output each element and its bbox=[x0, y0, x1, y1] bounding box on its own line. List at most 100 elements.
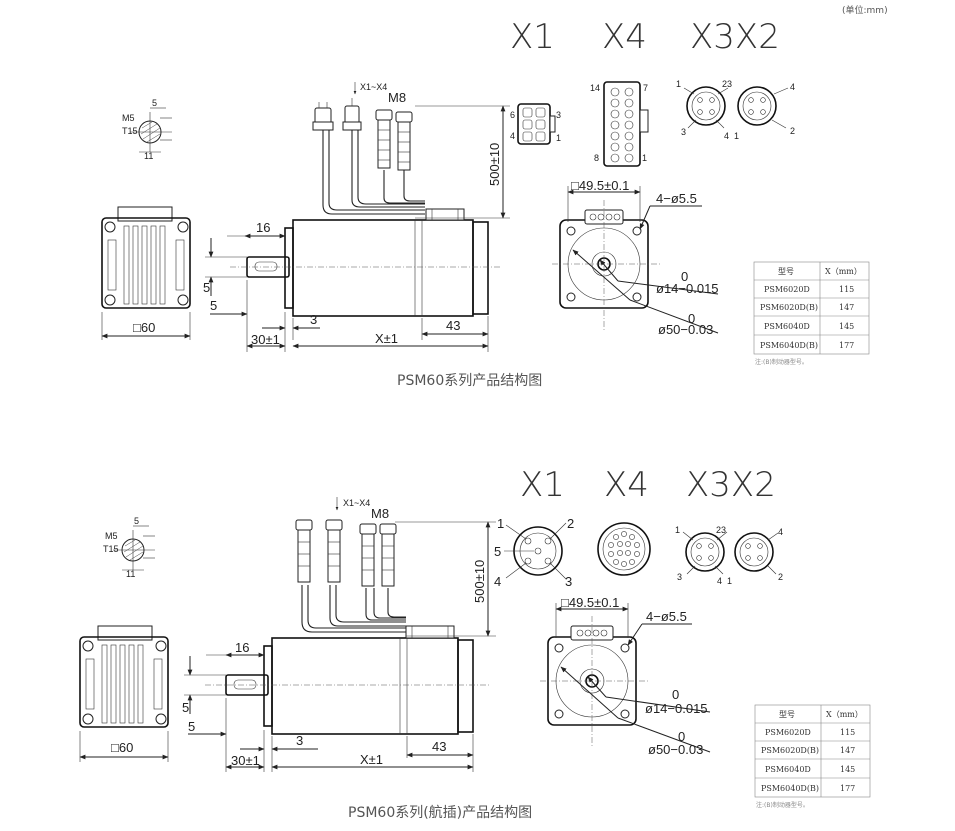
top-tol1-label: ø14−0.015 bbox=[656, 281, 719, 296]
bottom-body-label: X±1 bbox=[360, 752, 383, 767]
bottom-m8-pin-b1: 4 bbox=[717, 576, 722, 586]
top-table-cell: 147 bbox=[839, 303, 854, 312]
top-key-len-label: 16 bbox=[256, 220, 270, 235]
bottom-dimensions: 500±10 16 5 5 3 30±1 X±1 43 bbox=[182, 521, 496, 772]
bottom-side-square-label: □60 bbox=[111, 740, 133, 755]
bottom-x4-aviation-connector bbox=[597, 522, 651, 576]
top-m8-pin-b1: 4 bbox=[790, 82, 795, 92]
top-table-header-model: 型号 bbox=[778, 267, 794, 276]
top-table-cell: 177 bbox=[839, 341, 854, 350]
bottom-tol2-label: ø50−0.03 bbox=[648, 742, 703, 757]
top-caption: PSM60系列产品结构图 bbox=[397, 373, 542, 389]
bottom-tol1-label: ø14−0.015 bbox=[645, 701, 708, 716]
top-x4-pin-c: 8 bbox=[594, 153, 599, 163]
top-m8-pin-a1: 1 bbox=[676, 79, 681, 89]
top-table-cell: 145 bbox=[839, 322, 854, 331]
top-table-cell: PSM6020D bbox=[764, 285, 810, 294]
bottom-cable-len-label: 500±10 bbox=[472, 560, 487, 603]
bottom-table-header-model: 型号 bbox=[779, 710, 795, 719]
top-dimensions: 500±10 16 5 5 3 30±1 X±1 43 bbox=[203, 105, 510, 352]
top-cable-len-label: 500±10 bbox=[487, 143, 502, 186]
top-x1-pin-c: 4 bbox=[510, 131, 515, 141]
top-tol2-up: 0 bbox=[688, 311, 695, 326]
bottom-x1-aviation-connector: 1 2 3 4 5 bbox=[494, 516, 574, 589]
top-key-offset-label: 5 bbox=[210, 298, 217, 313]
top-shaft-dia-label: 11 bbox=[144, 151, 153, 161]
bottom-m8-pin-a1: 1 bbox=[675, 525, 680, 535]
top-m8-connectors: 1 23 3 4 4 1 2 bbox=[676, 79, 795, 141]
bottom-m8-pin-a3: 3 bbox=[677, 572, 682, 582]
top-m8-pin-a2: 23 bbox=[722, 79, 732, 89]
bottom-table-cell: PSM6040D(B) bbox=[761, 784, 819, 793]
top-cable-label: X1~X4 bbox=[360, 82, 387, 92]
top-flange-square-label: □49.5±0.1 bbox=[571, 178, 629, 193]
bottom-side-view: □60 bbox=[79, 625, 169, 762]
top-x1-pin-b: 3 bbox=[556, 110, 561, 120]
bottom-m8-pin-a2: 23 bbox=[716, 525, 726, 535]
top-flange-view: □49.5±0.1 4−ø5.5 0 ø14−0.015 0 ø50−0.03 bbox=[552, 178, 719, 337]
bottom-section: X1 X4 X3X2 M5 T15 5 11 bbox=[79, 465, 871, 821]
bottom-m8-pin-a4: 4 bbox=[778, 527, 783, 537]
top-header-x3x2: X3X2 bbox=[690, 17, 780, 57]
bottom-table-cell: PSM6020D(B) bbox=[761, 746, 819, 755]
top-key-width-label: 5 bbox=[152, 98, 157, 108]
bottom-t15-label: T15 bbox=[103, 544, 119, 554]
bottom-flange-view: □49.5±0.1 4−ø5.5 0 ø14−0.015 0 ø50−0.03 bbox=[540, 595, 711, 757]
bottom-flange-label: 3 bbox=[296, 733, 303, 748]
top-m8-pin-a3: 3 bbox=[681, 127, 686, 137]
top-key-w-label: 5 bbox=[203, 280, 210, 295]
bottom-m8-pin-b2: 1 bbox=[727, 576, 732, 586]
bottom-tol2-up: 0 bbox=[678, 729, 685, 744]
bottom-shaft-len-label: 30±1 bbox=[231, 753, 260, 768]
top-shaft-section: M5 T15 5 11 bbox=[122, 98, 172, 161]
bottom-tol1-up: 0 bbox=[672, 687, 679, 702]
top-x4-connector: 14 7 8 1 bbox=[590, 81, 649, 167]
bottom-table-cell: 145 bbox=[840, 765, 855, 774]
bottom-table-cell: 177 bbox=[840, 784, 855, 793]
bottom-shaft-dia-label: 11 bbox=[126, 569, 135, 579]
bottom-caption: PSM60系列(航插)产品结构图 bbox=[348, 805, 532, 821]
bottom-x1-pin-2: 2 bbox=[567, 516, 574, 531]
top-side-square-label: □60 bbox=[133, 320, 155, 335]
bottom-model-table: 型号 X（mm） PSM6020D 115 PSM6020D(B) 147 PS… bbox=[754, 704, 871, 809]
top-cables: X1~X4 M8 bbox=[312, 82, 425, 215]
bottom-header-x4: X4 bbox=[604, 465, 649, 505]
bottom-table-note: 注:(B)制动器型号。 bbox=[756, 801, 809, 809]
bottom-holes-label: 4−ø5.5 bbox=[646, 609, 687, 624]
bottom-m8-pin-b3: 2 bbox=[778, 572, 783, 582]
top-m8-pin-a4: 4 bbox=[724, 131, 729, 141]
top-m8-pin-b3: 2 bbox=[790, 126, 795, 136]
top-x4-pin-a: 14 bbox=[590, 83, 600, 93]
top-table-header-x: X（mm） bbox=[825, 267, 862, 276]
top-rear-label: 43 bbox=[446, 318, 460, 333]
top-tol2-label: ø50−0.03 bbox=[658, 322, 713, 337]
bottom-header-x3x2: X3X2 bbox=[686, 465, 776, 505]
bottom-key-width-label: 5 bbox=[134, 516, 139, 526]
top-header-x4: X4 bbox=[602, 17, 647, 57]
bottom-flange-square-label: □49.5±0.1 bbox=[561, 595, 619, 610]
bottom-m8-connectors: 1 23 3 4 4 1 2 bbox=[675, 525, 783, 586]
bottom-m5-label: M5 bbox=[105, 531, 118, 541]
top-x1-pin-a: 6 bbox=[510, 110, 515, 120]
bottom-table-header-x: X（mm） bbox=[826, 710, 863, 719]
top-x4-pin-d: 1 bbox=[642, 153, 647, 163]
bottom-cable-label: X1~X4 bbox=[343, 498, 370, 508]
top-x4-pin-b: 7 bbox=[643, 83, 648, 93]
bottom-table-cell: PSM6040D bbox=[765, 765, 811, 774]
bottom-x1-pin-5: 5 bbox=[494, 544, 501, 559]
top-table-cell: PSM6040D bbox=[764, 322, 810, 331]
bottom-shaft-section: M5 T15 5 11 bbox=[103, 516, 155, 579]
top-table-cell: PSM6040D(B) bbox=[760, 341, 818, 350]
bottom-key-w-label: 5 bbox=[182, 700, 189, 715]
bottom-x1-pin-1: 1 bbox=[497, 516, 504, 531]
bottom-x1-pin-3: 3 bbox=[565, 574, 572, 589]
bottom-x1-pin-4: 4 bbox=[494, 574, 501, 589]
unit-note: (单位:mm) bbox=[842, 4, 888, 16]
bottom-table-cell: 115 bbox=[840, 728, 855, 737]
top-section: X1 X4 X3X2 M5 T15 5 11 bbox=[101, 17, 870, 389]
bottom-key-offset-label: 5 bbox=[188, 719, 195, 734]
top-x1-connector: 6 3 4 1 bbox=[510, 103, 561, 145]
bottom-header-x1: X1 bbox=[520, 465, 565, 505]
top-header-x1: X1 bbox=[510, 17, 555, 57]
